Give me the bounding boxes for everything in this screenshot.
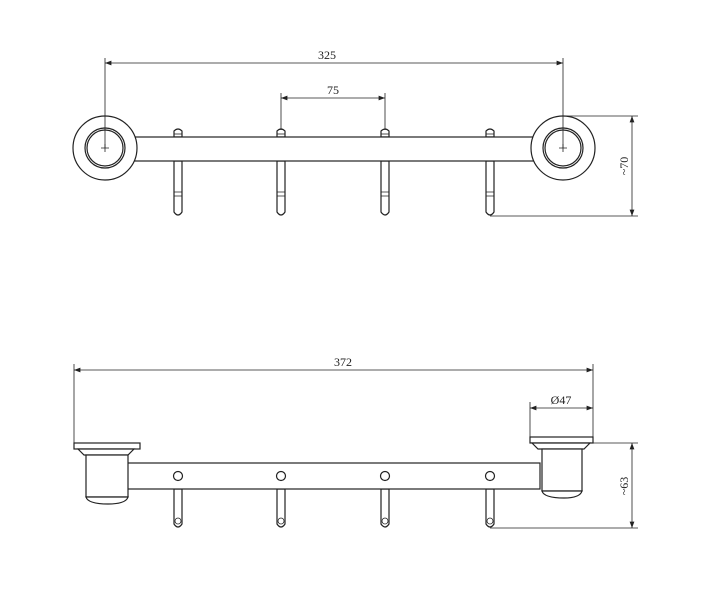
dimension-label: 325 bbox=[318, 48, 336, 62]
dimension-label: ~70 bbox=[617, 157, 631, 176]
hook bbox=[276, 488, 286, 528]
right-mount bbox=[529, 436, 594, 499]
hook-holes bbox=[172, 470, 496, 482]
hook bbox=[380, 128, 390, 216]
hook bbox=[173, 488, 183, 528]
dimension-label: 75 bbox=[327, 83, 339, 97]
hook-hole bbox=[172, 470, 184, 482]
dimension-label: Ø47 bbox=[551, 393, 572, 407]
hook-hole bbox=[275, 470, 287, 482]
hook-hole bbox=[379, 470, 391, 482]
dimension-70: ~70 bbox=[490, 115, 638, 217]
hook-hole bbox=[484, 470, 496, 482]
hooks bbox=[173, 488, 495, 528]
dimension-325: 325 bbox=[104, 48, 564, 148]
dimension-63: ~63 bbox=[490, 442, 638, 529]
rail-bar bbox=[119, 462, 541, 490]
hook bbox=[276, 128, 286, 216]
hook bbox=[173, 128, 183, 216]
side-view: 372 Ø47 ~63 bbox=[73, 355, 638, 529]
hook bbox=[485, 128, 495, 216]
dimension-75: 75 bbox=[280, 83, 386, 130]
hooks bbox=[173, 128, 495, 216]
hook bbox=[380, 488, 390, 528]
dimension-diameter-47: Ø47 bbox=[529, 393, 593, 437]
rail-bar bbox=[119, 136, 551, 162]
dimension-label: 372 bbox=[334, 355, 352, 369]
dimension-label: ~63 bbox=[617, 477, 631, 496]
left-mount bbox=[73, 442, 141, 505]
front-view: 325 75 ~70 bbox=[72, 48, 638, 217]
hook bbox=[485, 488, 495, 528]
dimension-372: 372 bbox=[73, 355, 594, 443]
